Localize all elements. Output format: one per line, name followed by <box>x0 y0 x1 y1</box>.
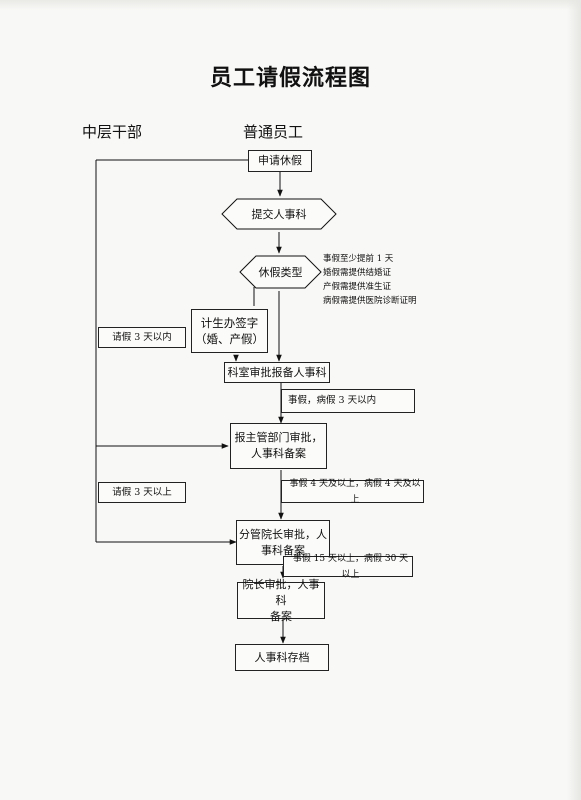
node-submit-hr-label: 提交人事科 <box>251 208 307 221</box>
condition-over-4-days-right: 事假 4 天及以上，病假 4 天及以上 <box>281 479 424 505</box>
column-heading-regular-staff: 普通员工 <box>243 123 304 141</box>
condition-over-3-days-left: 请假 3 天以上 <box>98 482 186 503</box>
node-section-approval: 科室审批报备人事科 <box>224 362 330 383</box>
column-heading-middle-managers: 中层干部 <box>82 123 143 141</box>
scan-shadow-top <box>0 0 581 10</box>
node-leave-type-label: 休假类型 <box>258 266 303 279</box>
note-sick-leave: 病假需提供医院诊断证明 <box>323 296 417 306</box>
node-apply-leave: 申请休假 <box>248 150 312 172</box>
decision-leave-type-shape <box>239 255 322 289</box>
condition-within-3-days-left: 请假 3 天以内 <box>98 327 186 348</box>
node-dept-head-approval: 报主管部门审批， 人事科备案 <box>230 423 327 469</box>
note-marriage-leave: 婚假需提供结婚证 <box>323 268 392 278</box>
scan-shadow-right <box>567 0 581 800</box>
condition-within-3-days-right: 事假，病假 3 天以内 <box>281 389 415 413</box>
note-maternity-leave: 产假需提供准生证 <box>323 282 392 292</box>
page-title: 员工请假流程图 <box>209 66 371 91</box>
condition-over-15-days-right: 事假 15 天以上，病假 30 天以上 <box>283 554 413 580</box>
node-hr-archive: 人事科存档 <box>235 644 329 671</box>
note-personal-leave: 事假至少提前 1 天 <box>323 254 394 264</box>
node-family-planning-signature: 计生办签字 （婚、产假） <box>191 309 268 353</box>
decision-submit-hr-shape <box>221 198 337 230</box>
leave-requirements-notes: 事假至少提前 1 天 婚假需提供结婚证 产假需提供准生证 病假需提供医院诊断证明 <box>323 252 417 308</box>
node-president-approval: 院长审批，人事科 备案 <box>237 578 325 623</box>
